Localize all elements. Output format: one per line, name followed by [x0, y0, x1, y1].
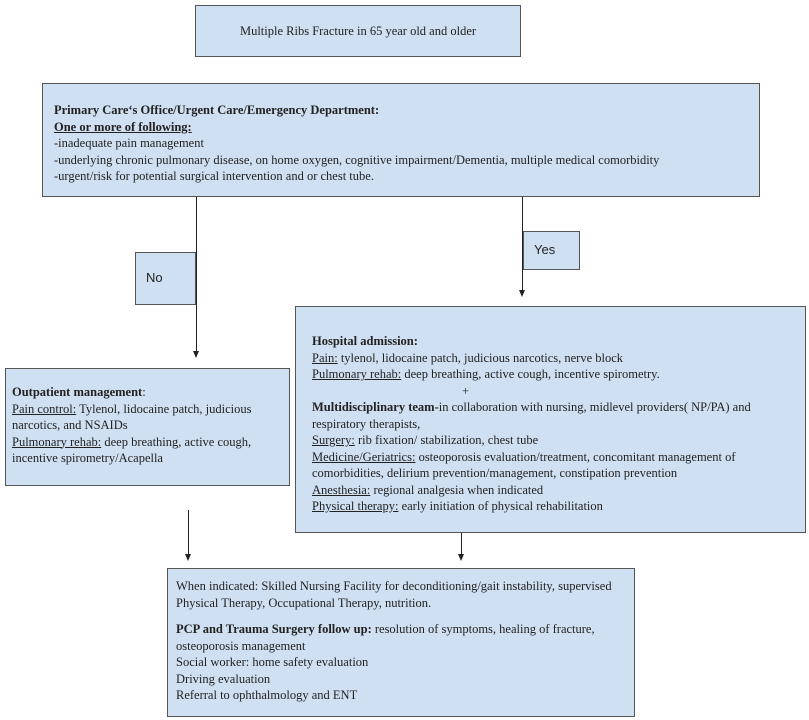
hospital-pt: Physical therapy: early initiation of ph…: [312, 499, 603, 513]
yes-arrow-line: [522, 197, 523, 290]
yes-label-box: Yes: [523, 231, 580, 270]
hospital-box: Hospital admission: Pain: tylenol, lidoc…: [295, 306, 806, 533]
title-box: Multiple Ribs Fracture in 65 year old an…: [195, 5, 521, 57]
assessment-box: Primary Care‘s Office/Urgent Care/Emerge…: [42, 83, 760, 197]
hospital-medicine: Medicine/Geriatrics: osteoporosis evalua…: [312, 449, 736, 481]
outpatient-pulm: Pulmonary rehab: deep breathing, active …: [12, 434, 252, 466]
assessment-heading: Primary Care‘s Office/Urgent Care/Emerge…: [54, 103, 380, 117]
assessment-subheading: One or more of following:: [54, 119, 192, 134]
no-label: No: [146, 270, 163, 286]
hospital-surgery: Surgery: rib fixation/ stabilization, ch…: [312, 433, 539, 447]
hospital-arrow-line: [461, 533, 462, 555]
followup-line: Social worker: home safety evaluation: [176, 655, 369, 669]
pcp-followup: PCP and Trauma Surgery follow up: resolu…: [176, 622, 595, 653]
snf-text: When indicated: Skilled Nursing Facility…: [176, 579, 612, 610]
hospital-pulm: Pulmonary rehab: deep breathing, active …: [312, 367, 660, 381]
criterion: -urgent/risk for potential surgical inte…: [54, 169, 374, 183]
outpatient-arrow-head: [185, 554, 191, 561]
followup-line: Referral to ophthalmology and ENT: [176, 688, 358, 702]
criterion: -inadequate pain management: [54, 136, 204, 150]
title-text: Multiple Ribs Fracture in 65 year old an…: [239, 23, 477, 38]
outpatient-pain: Pain control: Tylenol, lidocaine patch, …: [12, 401, 252, 433]
hospital-anesthesia: Anesthesia: regional analgesia when indi…: [312, 482, 544, 497]
followup-box: When indicated: Skilled Nursing Facility…: [167, 568, 635, 717]
outpatient-box: Outpatient management: Pain control: Tyl…: [5, 368, 290, 486]
yes-label: Yes: [534, 242, 556, 258]
hospital-pain: Pain: tylenol, lidocaine patch, judiciou…: [312, 350, 624, 365]
criterion: -underlying chronic pulmonary disease, o…: [54, 152, 660, 167]
outpatient-heading: Outpatient management:: [12, 385, 146, 399]
team-text: Multidisciplinary team-in collaboration …: [312, 400, 751, 431]
no-arrow-line: [196, 197, 197, 351]
outpatient-arrow-line: [188, 510, 189, 555]
plus-sign: +: [462, 383, 470, 398]
no-label-box: No: [135, 252, 196, 305]
hospital-heading: Hospital admission:: [312, 334, 418, 348]
yes-arrow-head: [519, 290, 525, 297]
followup-line: Driving evaluation: [176, 671, 271, 686]
hospital-arrow-head: [458, 554, 464, 561]
no-arrow-head: [193, 351, 199, 358]
